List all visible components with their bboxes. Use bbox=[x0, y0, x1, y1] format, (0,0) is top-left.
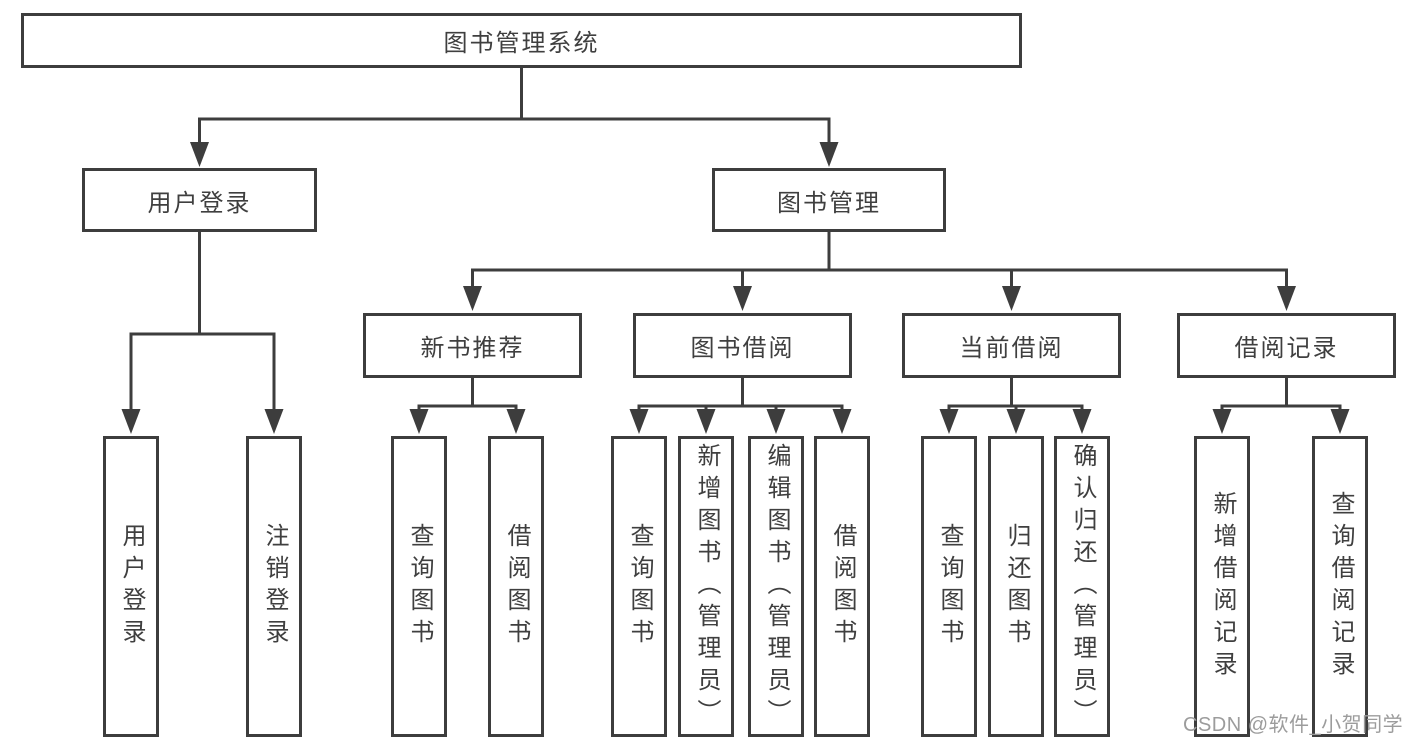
node-current-borrowing: 当前借阅 bbox=[902, 313, 1121, 378]
leaf-user-login: 用户登录 bbox=[103, 436, 159, 737]
leaf-query-borrow-record: 查询借阅记录 bbox=[1312, 436, 1368, 737]
node-book-borrowing: 图书借阅 bbox=[633, 313, 852, 378]
node-book-management: 图书管理 bbox=[712, 168, 946, 232]
leaf-return-book: 归还图书 bbox=[988, 436, 1044, 737]
leaf-confirm-return-admin: 确认归还（管理员） bbox=[1054, 436, 1110, 737]
node-borrowing-records: 借阅记录 bbox=[1177, 313, 1396, 378]
root-node-library-management-system: 图书管理系统 bbox=[21, 13, 1022, 68]
leaf-logout: 注销登录 bbox=[246, 436, 302, 737]
node-new-book-recommend: 新书推荐 bbox=[363, 313, 582, 378]
leaf-borrow-books-recommend: 借阅图书 bbox=[488, 436, 544, 737]
leaf-borrow-books-borrowing: 借阅图书 bbox=[814, 436, 870, 737]
leaf-query-books-borrowing: 查询图书 bbox=[611, 436, 667, 737]
leaf-query-books-current: 查询图书 bbox=[921, 436, 977, 737]
node-user-login: 用户登录 bbox=[82, 168, 317, 232]
leaf-query-books-recommend: 查询图书 bbox=[391, 436, 447, 737]
leaf-add-book-admin: 新增图书（管理员） bbox=[678, 436, 734, 737]
arrowheads bbox=[121, 142, 1350, 434]
leaf-edit-book-admin: 编辑图书（管理员） bbox=[748, 436, 804, 737]
leaf-add-borrow-record: 新增借阅记录 bbox=[1194, 436, 1250, 737]
csdn-watermark: CSDN @软件_小贺同学 bbox=[1183, 714, 1404, 736]
